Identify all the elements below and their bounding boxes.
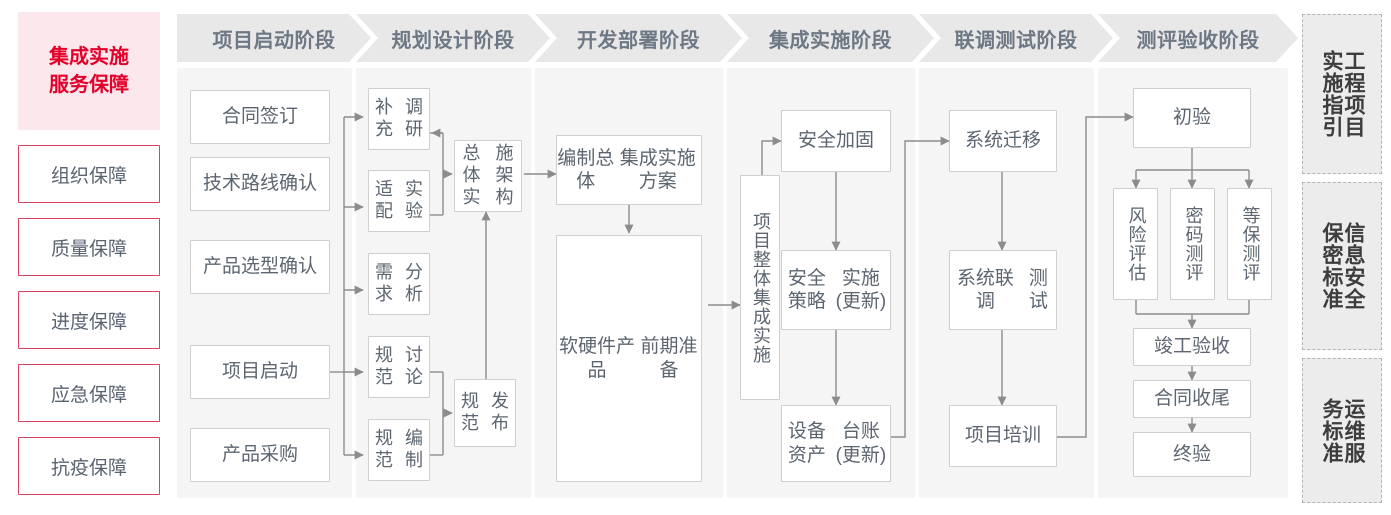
phase-header-integrate[interactable]: 集成实施阶段 <box>727 14 934 62</box>
node-tech-route-confirm[interactable]: 技术路线确认 <box>190 157 330 211</box>
left-rail: 集成实施 服务保障 组织保障 质量保障 进度保障 应急保障 抗疫保障 <box>18 12 160 495</box>
node-mlps-evaluation[interactable]: 等保测评 <box>1227 188 1272 300</box>
phase-header-start[interactable]: 项目启动阶段 <box>177 14 371 62</box>
node-risk-assessment[interactable]: 风险评估 <box>1113 188 1158 300</box>
node-adaptation-experiment[interactable]: 适配实验 <box>368 170 430 232</box>
node-security-hardening[interactable]: 安全加固 <box>781 110 891 172</box>
node-supplementary-research[interactable]: 补充调研 <box>368 88 430 150</box>
right-rail-label-3: 运维服务标准 <box>1320 397 1366 464</box>
phase-header-accept[interactable]: 测评验收阶段 <box>1098 14 1298 62</box>
rail-title-line-2: 服务保障 <box>49 74 129 96</box>
node-asset-ledger-update[interactable]: 设备资产台账(更新) <box>781 405 891 482</box>
node-hw-sw-preparation[interactable]: 软硬件产品前期准备 <box>556 235 702 482</box>
node-spec-discussion[interactable]: 规范讨论 <box>368 336 430 398</box>
rail-item-schedule[interactable]: 进度保障 <box>18 291 160 349</box>
node-overall-integration-plan[interactable]: 编制总体集成实施方案 <box>556 135 702 205</box>
node-project-training[interactable]: 项目培训 <box>949 405 1057 467</box>
node-completion-acceptance[interactable]: 竣工验收 <box>1133 328 1251 366</box>
node-spec-drafting[interactable]: 规范编制 <box>368 419 430 481</box>
phase-header-planning[interactable]: 规划设计阶段 <box>356 14 550 62</box>
node-contract-closeout[interactable]: 合同收尾 <box>1133 380 1251 418</box>
right-rail-label-2: 信息安全保密标准 <box>1320 222 1366 310</box>
node-requirement-analysis[interactable]: 需求分析 <box>368 253 430 315</box>
phase-header-develop[interactable]: 开发部署阶段 <box>535 14 742 62</box>
node-product-selection[interactable]: 产品选型确认 <box>190 240 330 294</box>
right-rail-security-standard[interactable]: 信息安全保密标准 <box>1302 182 1382 350</box>
node-final-acceptance[interactable]: 终验 <box>1133 432 1251 477</box>
rail-item-organization[interactable]: 组织保障 <box>18 145 160 203</box>
rail-item-emergency[interactable]: 应急保障 <box>18 364 160 422</box>
node-overall-project-integration[interactable]: 项目整体集成实施 <box>740 175 780 400</box>
rail-title: 集成实施 服务保障 <box>18 12 160 130</box>
node-system-migration[interactable]: 系统迁移 <box>949 110 1057 172</box>
right-rail-engineering-guide[interactable]: 工程项目实施指引 <box>1302 14 1382 174</box>
rail-item-quality[interactable]: 质量保障 <box>18 218 160 276</box>
node-contract-signing[interactable]: 合同签订 <box>190 90 330 144</box>
rail-item-epidemic[interactable]: 抗疫保障 <box>18 437 160 495</box>
node-overall-architecture[interactable]: 总体实施架构 <box>454 140 522 212</box>
phase-header-joint[interactable]: 联调测试阶段 <box>919 14 1113 62</box>
node-preliminary-acceptance[interactable]: 初验 <box>1133 88 1251 148</box>
node-product-purchase[interactable]: 产品采购 <box>190 428 330 482</box>
node-crypto-evaluation[interactable]: 密码测评 <box>1170 188 1215 300</box>
node-spec-release[interactable]: 规范发布 <box>454 379 516 447</box>
node-project-kickoff[interactable]: 项目启动 <box>190 345 330 399</box>
node-security-policy-update[interactable]: 安全策略实施(更新) <box>781 250 891 330</box>
rail-title-line-1: 集成实施 <box>49 46 129 68</box>
right-rail-label-1: 工程项目实施指引 <box>1320 50 1366 138</box>
node-system-joint-test[interactable]: 系统联调测试 <box>949 250 1057 330</box>
right-rail-ops-standard[interactable]: 运维服务标准 <box>1302 358 1382 503</box>
